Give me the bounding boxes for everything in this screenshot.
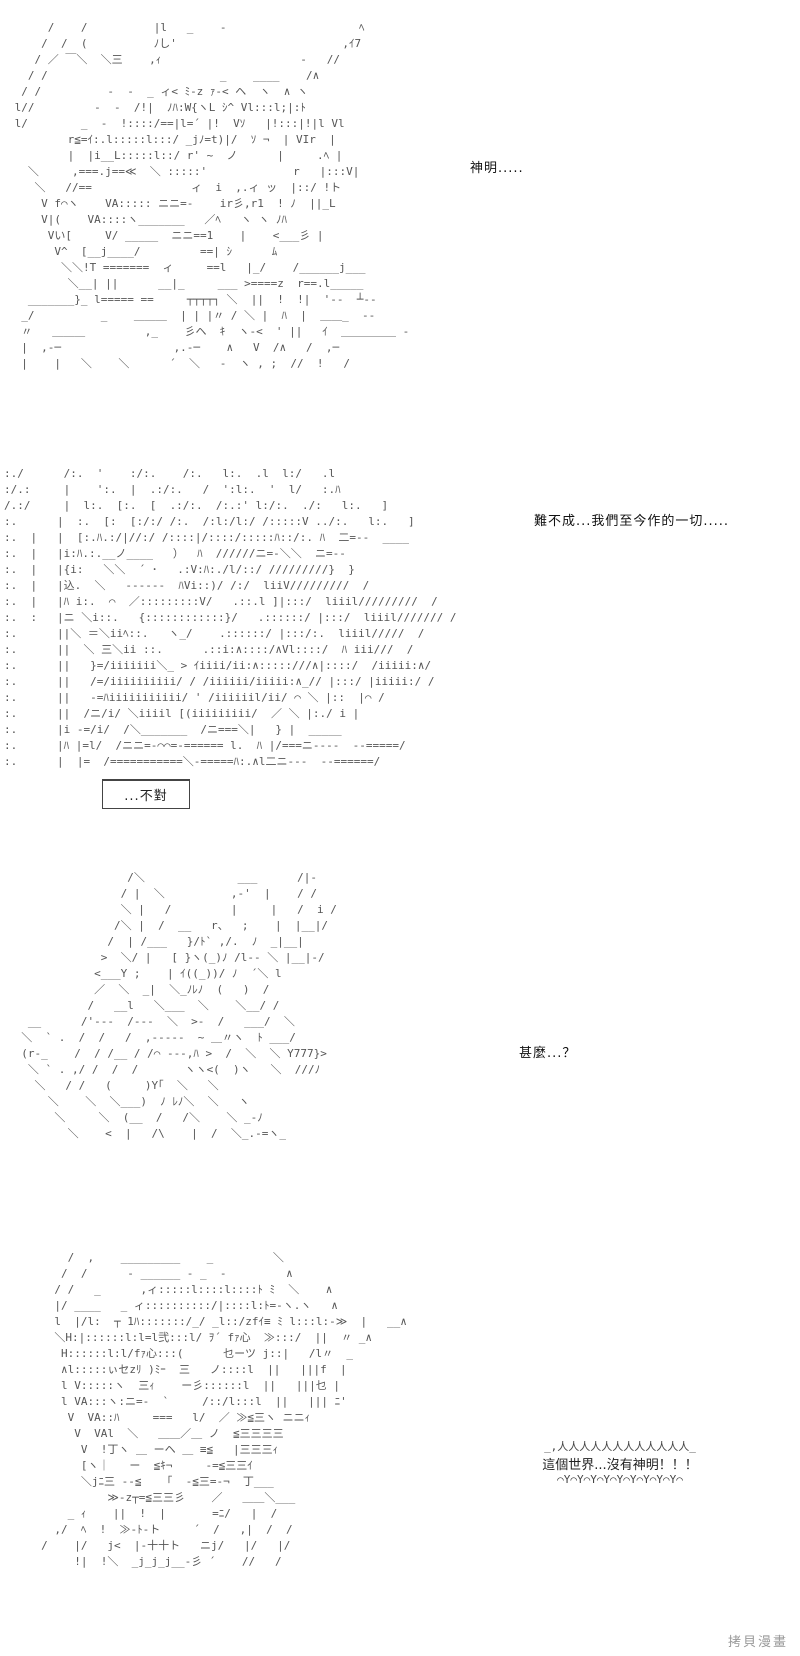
watermark: 拷貝漫畫 [727,1635,788,1650]
ascii-art-figure: /＼ ___ /|- / | ＼ ,-' | / / ＼ | / | | / i… [21,871,337,1140]
shout-text: 這個世界...沒有神明！！！ [542,1458,698,1473]
caption-god: 神明..... [470,161,524,176]
bubble-bottom-edge: ⌒Y⌒Y⌒Y⌒Y⌒Y⌒Y⌒Y⌒Y⌒Y⌒ [557,1473,683,1486]
ascii-art-figure: / , _________ _ ＼ / / - ______ - _ - ∧ /… [41,1251,407,1568]
ascii-art-figure: / / |l _ - ﾍ / / ( ﾉし' ,ｲ7 / ／ ￣＼ ＼三 ,ｨ … [14,21,410,370]
caption-what: 甚麼...？ [519,1046,577,1061]
narration-box: ...不對 [102,779,190,809]
ascii-art-figure: :./ /:. ' :/:. /:. l:. .l l:/ .l :/.: | … [4,467,457,768]
shout-bubble: _,人人人人人人人人人人人人_ 這個世界...沒有神明！！！ ⌒Y⌒Y⌒Y⌒Y⌒… [500,1440,740,1487]
bubble-top-edge: _,人人人人人人人人人人人人_ [544,1440,696,1453]
caption-could-it-be: 難不成...我們至今作的一切..... [534,514,730,529]
